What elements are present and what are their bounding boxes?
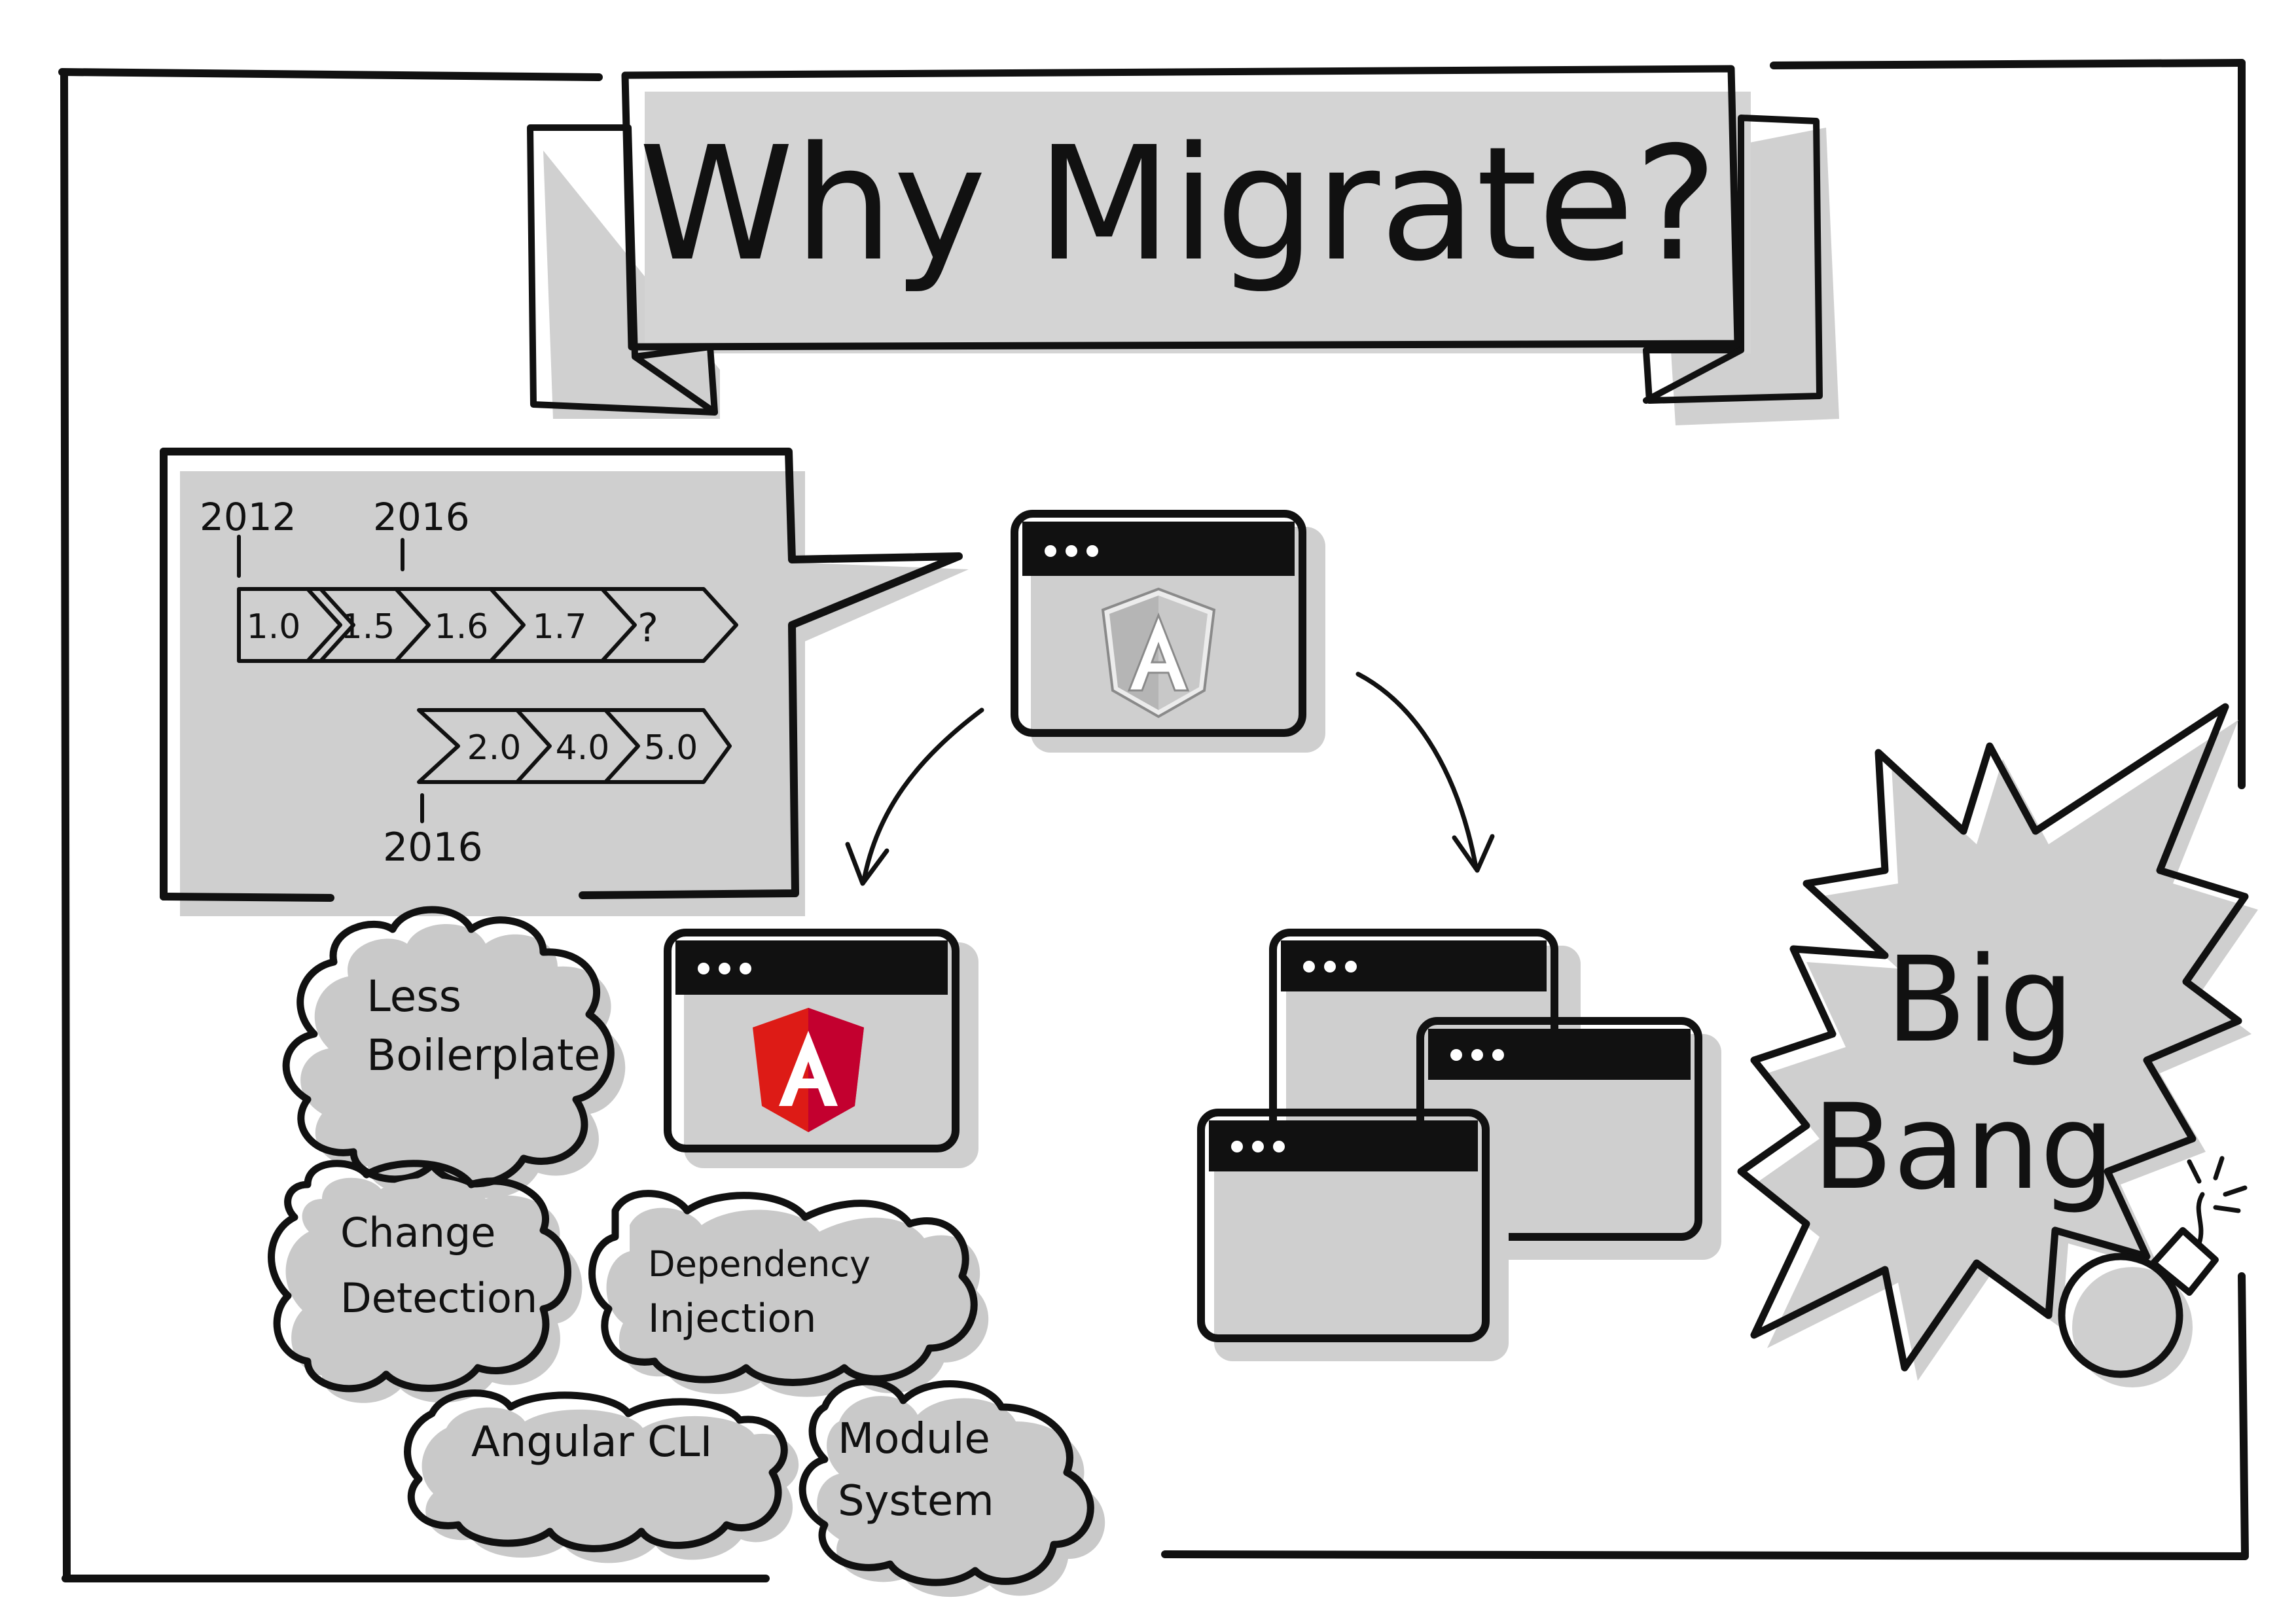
app-window-stack	[1197, 929, 1721, 1361]
benefit-di-line2: Injection	[648, 1296, 816, 1342]
timeline-year-2016-top: 2016	[373, 495, 470, 539]
version-4-0: 4.0	[556, 728, 610, 768]
arrow-to-big-bang	[1355, 671, 1495, 873]
version-1-6: 1.6	[435, 607, 489, 647]
big-bang-line2: Bang	[1812, 1079, 2115, 1216]
version-1-5: 1.5	[341, 607, 395, 647]
benefit-cloud-change-detection: Change Detection	[268, 1160, 583, 1403]
angularjs-shield-icon	[1101, 587, 1216, 719]
version-1-7: 1.7	[533, 607, 587, 647]
version-1-0: 1.0	[247, 607, 301, 647]
version-2-0: 2.0	[467, 728, 522, 768]
outer-frame	[58, 59, 2249, 1582]
benefit-cli-label: Angular CLI	[471, 1418, 712, 1467]
benefit-change-line2: Detection	[340, 1274, 537, 1322]
benefit-cloud-module-system: Module System	[798, 1378, 1105, 1597]
version-unknown: ?	[637, 605, 658, 651]
benefit-cloud-less-boilerplate: Less Boilerplate	[282, 906, 626, 1198]
bomb-icon	[2058, 1156, 2248, 1387]
timeline-bubble: 2012 2016 1.0 1.5 1.6 1.7 ? 2.0 4.0 5.0	[160, 448, 969, 916]
timeline-year-2012: 2012	[200, 495, 296, 539]
big-bang-burst: Big Bang	[1737, 703, 2258, 1381]
big-bang-line1: Big	[1886, 932, 2074, 1069]
app-window-front	[1197, 1109, 1509, 1361]
benefit-change-line1: Change	[340, 1209, 495, 1257]
angularjs-version-track: 1.0 1.5 1.6 1.7 ?	[237, 587, 738, 663]
benefit-module-line1: Module	[838, 1415, 990, 1463]
angularjs-app-window	[1011, 510, 1325, 753]
version-5-0: 5.0	[644, 728, 698, 768]
benefit-di-line1: Dependency	[648, 1243, 870, 1285]
benefit-cloud-angular-cli: Angular CLI	[404, 1389, 799, 1563]
timeline-year-2016-bottom: 2016	[383, 825, 483, 870]
benefit-cloud-dependency-injection: Dependency Injection	[588, 1190, 989, 1397]
benefit-less-line2: Boilerplate	[367, 1030, 600, 1080]
title-banner: Why Migrate?	[527, 65, 1839, 425]
benefit-module-line2: System	[838, 1477, 994, 1525]
page-title: Why Migrate?	[639, 113, 1718, 296]
benefit-less-line1: Less	[367, 971, 461, 1022]
angular-version-track: 2.0 4.0 5.0	[417, 708, 732, 784]
angular-shield-icon	[753, 1008, 864, 1132]
angular-app-window	[664, 929, 978, 1168]
arrow-to-incremental	[845, 707, 984, 886]
